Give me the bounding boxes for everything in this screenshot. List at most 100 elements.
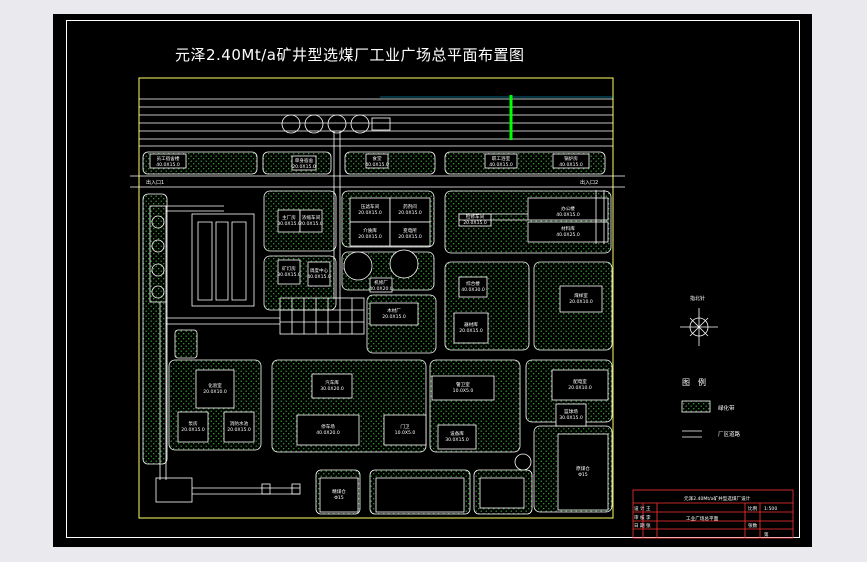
building-name: 介质库 xyxy=(363,227,377,234)
buildings xyxy=(149,153,609,513)
building-dims: 40.0X15.0 xyxy=(156,162,180,168)
building-name: 化验室 xyxy=(208,382,222,389)
building-dims: 20.0X15.0 xyxy=(398,234,422,240)
building-dims: 40.0X15.0 xyxy=(559,162,583,168)
building-name: 消防水池 xyxy=(230,420,249,427)
title-block-drawing: 工业广场总平面 xyxy=(686,515,719,522)
building-dims: 40.0X15.0 xyxy=(307,274,331,280)
building-dims: 20.0X15.0 xyxy=(358,210,382,216)
title-block-row: 设 计 xyxy=(634,505,645,512)
building-dims: 20.0X15.0 xyxy=(398,210,422,216)
main-plant-grid xyxy=(279,297,365,335)
drawing-title: 元泽2.40Mt/a矿井型选煤厂工业广场总平面布置图 xyxy=(175,46,525,64)
building-dims: 40.0X20.0 xyxy=(369,286,393,292)
rail-spur xyxy=(459,190,605,244)
building-name: 调度中心 xyxy=(310,267,329,274)
road-label: 出入口2 xyxy=(580,179,598,186)
building-name: 篮球场 xyxy=(564,408,578,415)
building-dims: 20.0X15.0 xyxy=(463,220,487,226)
title-block-row-value: 张 xyxy=(646,522,651,529)
building-name: 设备库 xyxy=(450,430,464,437)
building-dims: 20.0X15.0 xyxy=(299,221,323,227)
building-name: 锅炉房 xyxy=(564,155,578,162)
drawing-frame xyxy=(66,20,800,538)
building-name: 汽车库 xyxy=(325,379,339,386)
title-block-row: 审 核 xyxy=(634,514,645,521)
road-labels: 出入口1 出入口2 xyxy=(146,179,598,186)
building-name: 办公楼 xyxy=(561,205,575,212)
building-name: 综合楼 xyxy=(466,280,480,287)
building-name: 变电所 xyxy=(403,227,417,234)
north-arrow xyxy=(680,308,718,346)
building-name: 主厂房 xyxy=(282,214,296,221)
building-dims: Φ15 xyxy=(334,495,344,501)
building-name: 泵房 xyxy=(188,420,198,427)
building-dims: 20.0X15.0 xyxy=(358,234,382,240)
title-block-sheet-label: 张数 xyxy=(748,522,758,529)
building-dims: 20.0X15.0 xyxy=(292,164,316,170)
building-dims: 30.0X15.0 xyxy=(277,272,301,278)
building-name: 检修车间 xyxy=(466,213,485,220)
building-dims: 40.0X25.0 xyxy=(556,232,580,238)
building-dims: Φ15 xyxy=(578,472,588,478)
conveyor-belts xyxy=(333,131,341,298)
building-name: 原煤仓 xyxy=(576,465,590,472)
building-dims: 10.0X5.0 xyxy=(453,388,474,394)
title-block-row-value: 王 xyxy=(646,506,651,512)
left-process-area xyxy=(149,205,301,503)
building-name: 配电室 xyxy=(573,378,587,385)
main-road xyxy=(130,175,625,188)
building-dims: 40.0X15.0 xyxy=(556,212,580,218)
building-dims: 30.0X15.0 xyxy=(277,221,301,227)
building-name: 职工浴室 xyxy=(492,155,511,162)
building-name: 单身宿舍 xyxy=(295,157,314,164)
legend-road-label: 厂区道路 xyxy=(718,430,741,438)
road-label: 出入口1 xyxy=(146,179,164,186)
building-name: 矿灯房 xyxy=(282,265,296,272)
building-dims: 40.0X30.0 xyxy=(461,287,485,293)
building-dims: 20.0X15.0 xyxy=(459,328,483,334)
title-block-header: 元泽2.40Mt/a矿井型选煤厂设计 xyxy=(684,495,751,502)
building-name: 器材库 xyxy=(464,321,478,328)
building-name: 精煤仓 xyxy=(332,488,346,495)
building-dims: 30.0X15.0 xyxy=(559,415,583,421)
building-dims: 20.0X15.0 xyxy=(181,427,205,433)
building-dims: 20.0X10.0 xyxy=(568,385,592,391)
building-dims: 20.0X10.0 xyxy=(203,389,227,395)
building-name: 压滤车间 xyxy=(361,203,380,210)
building-name: 门卫 xyxy=(400,423,410,430)
title-block xyxy=(632,489,794,539)
building-name: 煤样室 xyxy=(574,292,588,299)
building-name: 材料库 xyxy=(561,225,575,232)
rail-silos xyxy=(281,114,391,134)
building-dims: 10.0X5.0 xyxy=(395,430,416,436)
building-name: 药剂间 xyxy=(403,203,417,210)
building-dims: 20.0X15.0 xyxy=(382,314,406,320)
title-block-scale-value: 1:500 xyxy=(764,506,777,512)
building-name: 警卫室 xyxy=(456,381,470,388)
building-dims: 30.0X15.0 xyxy=(445,437,469,443)
title-block-row-value: 李 xyxy=(646,514,651,521)
building-name: 食堂 xyxy=(372,155,382,162)
legend-road-swatch xyxy=(682,430,702,438)
building-dims: 40.0X15.0 xyxy=(365,162,389,168)
north-label: 指北针 xyxy=(690,295,705,302)
legend-green-swatch xyxy=(681,400,711,413)
building-dims: 40.0X15.0 xyxy=(489,162,513,168)
building-dims: 30.0X20.0 xyxy=(320,386,344,392)
building-dims: 40.0X20.0 xyxy=(316,430,340,436)
coal-silos xyxy=(343,249,532,471)
building-name: 员工宿舍楼 xyxy=(157,155,180,162)
building-name: 机修厂 xyxy=(374,279,388,286)
building-name: 浓缩车间 xyxy=(302,214,321,221)
title-block-text: 元泽2.40Mt/a矿井型选煤厂设计 工业广场总平面 比例 1:500 张数 第… xyxy=(634,495,777,538)
title-block-sheet-value: 第 xyxy=(764,531,769,538)
building-name: 木材厂 xyxy=(387,307,401,314)
building-labels: 员工宿舍楼40.0X15.0单身宿舍20.0X15.0食堂40.0X15.0职工… xyxy=(156,155,593,501)
building-dims: 20.0X15.0 xyxy=(227,427,251,433)
title-block-scale-label: 比例 xyxy=(748,505,758,512)
railway-tracks xyxy=(139,96,613,147)
legend-heading: 图 例 xyxy=(682,377,706,387)
building-name: 停车场 xyxy=(321,423,335,430)
